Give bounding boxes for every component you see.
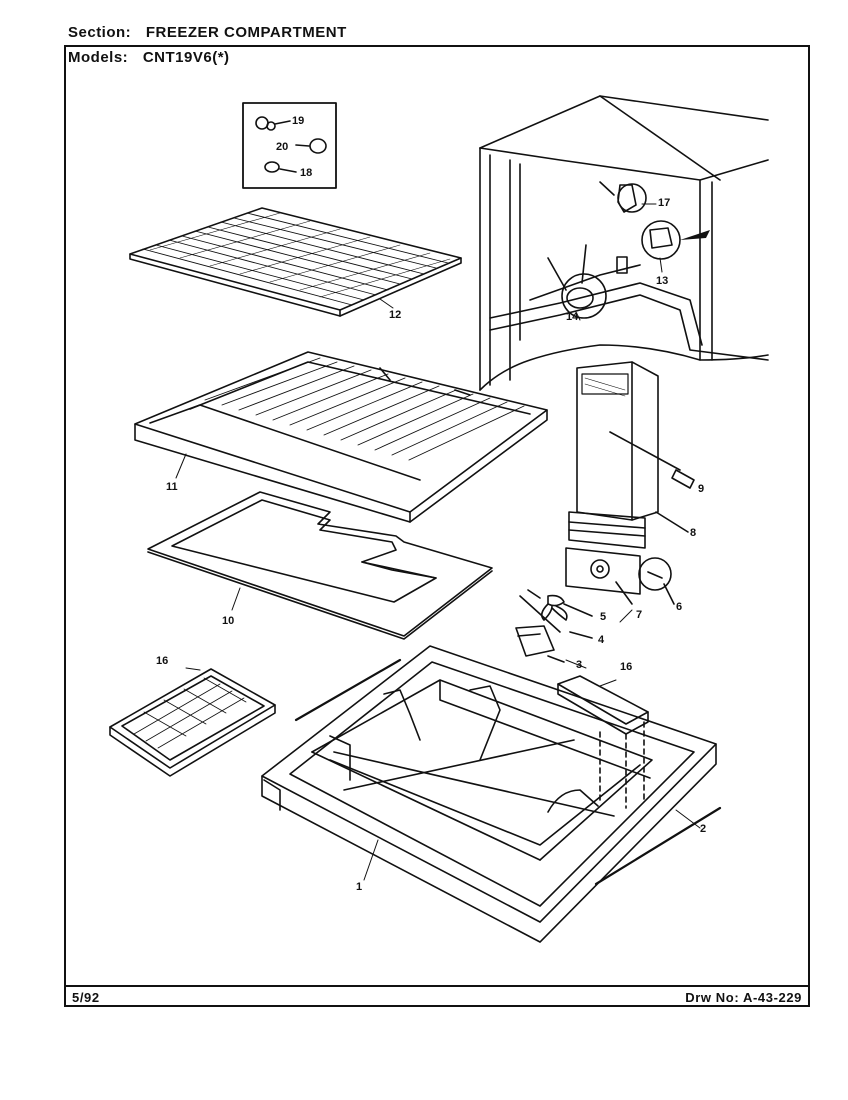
freezer-pan <box>261 645 722 943</box>
callout-5: 5 <box>600 611 606 623</box>
callout-16-tray: 16 <box>156 655 168 667</box>
section-label: Section: <box>68 24 132 41</box>
models-value: CNT19V6(*) <box>142 49 230 66</box>
insulation-pad <box>147 491 493 640</box>
ice-tray <box>109 668 276 777</box>
cabinet-highlight-circles <box>561 183 710 319</box>
callout-16-duct: 16 <box>620 661 632 673</box>
models-label: Models: <box>68 49 129 66</box>
callout-20: 20 <box>276 141 288 153</box>
section-heading: Section: FREEZER COMPARTMENT <box>68 24 347 41</box>
cabinet-cutaway <box>479 95 769 391</box>
callout-13: 13 <box>656 275 668 287</box>
leader-lines <box>175 203 701 881</box>
evaporator-cover <box>568 361 695 549</box>
callout-18: 18 <box>300 167 312 179</box>
callout-12: 12 <box>389 309 401 321</box>
callout-8: 8 <box>690 527 696 539</box>
callout-19: 19 <box>292 115 304 127</box>
callout-6: 6 <box>676 601 682 613</box>
callout-11: 11 <box>166 481 178 493</box>
callout-1: 1 <box>356 881 362 893</box>
section-value: FREEZER COMPARTMENT <box>145 24 347 41</box>
callout-17: 17 <box>658 197 670 209</box>
diagram-frame <box>64 45 810 1007</box>
callout-labels: 19 20 18 17 13 14 12 11 9 8 10 7 6 5 4 3… <box>156 115 706 893</box>
footer-divider <box>64 985 810 987</box>
hardware-inset <box>242 102 337 189</box>
callout-14: 14 <box>566 311 579 323</box>
fan-assembly <box>515 589 593 663</box>
models-heading: Models: CNT19V6(*) <box>68 49 230 66</box>
callout-9: 9 <box>698 483 704 495</box>
callout-3: 3 <box>576 659 582 671</box>
callout-7: 7 <box>636 609 642 621</box>
callout-10: 10 <box>222 615 234 627</box>
drawing-number: Drw No: A-43-229 <box>685 990 802 1005</box>
wire-shelf <box>129 207 462 317</box>
callout-2: 2 <box>700 823 706 835</box>
air-duct <box>557 675 649 809</box>
freezer-shelf <box>134 351 548 523</box>
callout-4: 4 <box>598 634 605 646</box>
footer-date: 5/92 <box>72 990 100 1005</box>
motor-bracket <box>565 547 675 605</box>
